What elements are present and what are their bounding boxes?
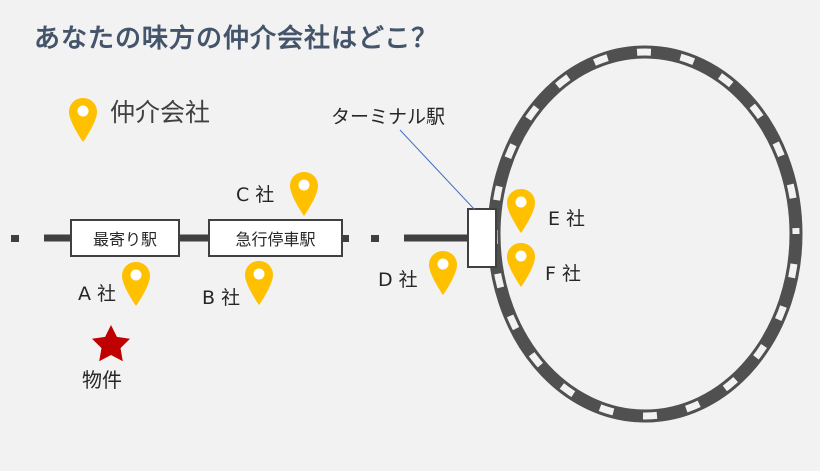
terminal-station-marker	[467, 208, 497, 268]
company-e-label: E 社	[548, 208, 586, 230]
legend-pin-icon	[69, 98, 97, 142]
pin-e-icon	[507, 189, 535, 233]
pin-b-icon	[245, 261, 273, 305]
express-station-box: 急行停車駅	[208, 219, 343, 257]
company-a-label: A 社	[78, 283, 117, 305]
pin-c-icon	[290, 172, 318, 216]
company-b-label: B 社	[202, 287, 241, 309]
legend-label: 仲介会社	[110, 98, 211, 127]
company-c-label: C 社	[236, 184, 275, 206]
property-label: 物件	[82, 368, 122, 392]
terminal-callout-line	[399, 129, 476, 211]
page-title: あなたの味方の仲介会社はどこ？	[34, 24, 439, 54]
company-d-label: D 社	[378, 269, 418, 291]
loop-line	[487, 45, 803, 423]
property-star-icon	[92, 325, 130, 362]
nearest-station-box: 最寄り駅	[70, 219, 180, 257]
terminal-station-label: ターミナル駅	[331, 106, 446, 128]
pin-f-icon	[507, 243, 535, 287]
straight-line	[11, 234, 470, 242]
pin-a-icon	[122, 262, 150, 306]
company-f-label: F 社	[545, 263, 581, 285]
pin-d-icon	[429, 251, 457, 295]
